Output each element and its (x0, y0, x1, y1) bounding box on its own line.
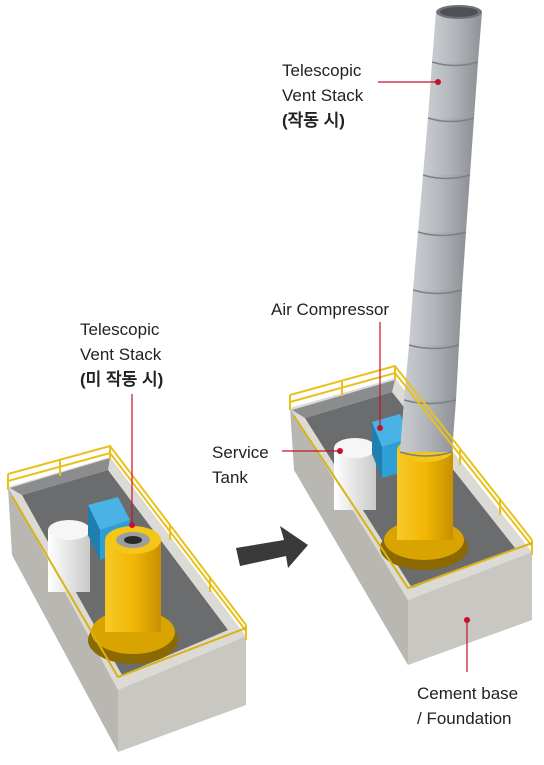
left-unit (7, 444, 247, 752)
stack-idle-line3: (미 작동 시) (80, 370, 164, 389)
left-base-side-face (8, 487, 118, 752)
left-front-railing (11, 495, 247, 679)
stack-idle-line2: Vent Stack (80, 345, 162, 364)
leader-dots (129, 79, 470, 623)
stack-operating-line3: (작동 시) (282, 111, 345, 130)
leader-lines (131, 81, 468, 672)
left-stack-base (88, 526, 178, 664)
right-pit-wall (292, 380, 395, 418)
label-stack-operating: Telescopic Vent Stack (작동 시) (282, 58, 363, 133)
label-stack-idle: Telescopic Vent Stack (미 작동 시) (80, 317, 163, 392)
service-tank-line1: Service (212, 443, 269, 462)
stack-operating-line1: Telescopic (282, 61, 362, 80)
stack-idle-line1: Telescopic (80, 320, 160, 339)
left-base-front-face (118, 636, 246, 752)
arrow-right-icon (236, 526, 308, 568)
label-service-tank: Service Tank (212, 440, 269, 490)
right-front-railing (293, 415, 533, 590)
right-telescopic-stack (399, 5, 482, 457)
cement-base-line1: Cement base (417, 684, 519, 703)
air-compressor-text: Air Compressor (271, 300, 390, 319)
right-base-front-face (408, 552, 532, 665)
service-tank-line2: Tank (212, 468, 248, 487)
right-unit (289, 5, 533, 665)
right-service-tank (334, 438, 376, 510)
left-railing (7, 444, 247, 640)
label-cement-base: Cement base / Foundation (417, 681, 518, 731)
label-air-compressor: Air Compressor (271, 297, 389, 322)
stack-operating-line2: Vent Stack (282, 86, 364, 105)
cement-base-line2: / Foundation (417, 709, 512, 728)
left-service-tank (48, 520, 90, 592)
left-pit-wall (10, 458, 110, 495)
right-railing (289, 364, 533, 555)
right-base-side-face (290, 408, 408, 665)
